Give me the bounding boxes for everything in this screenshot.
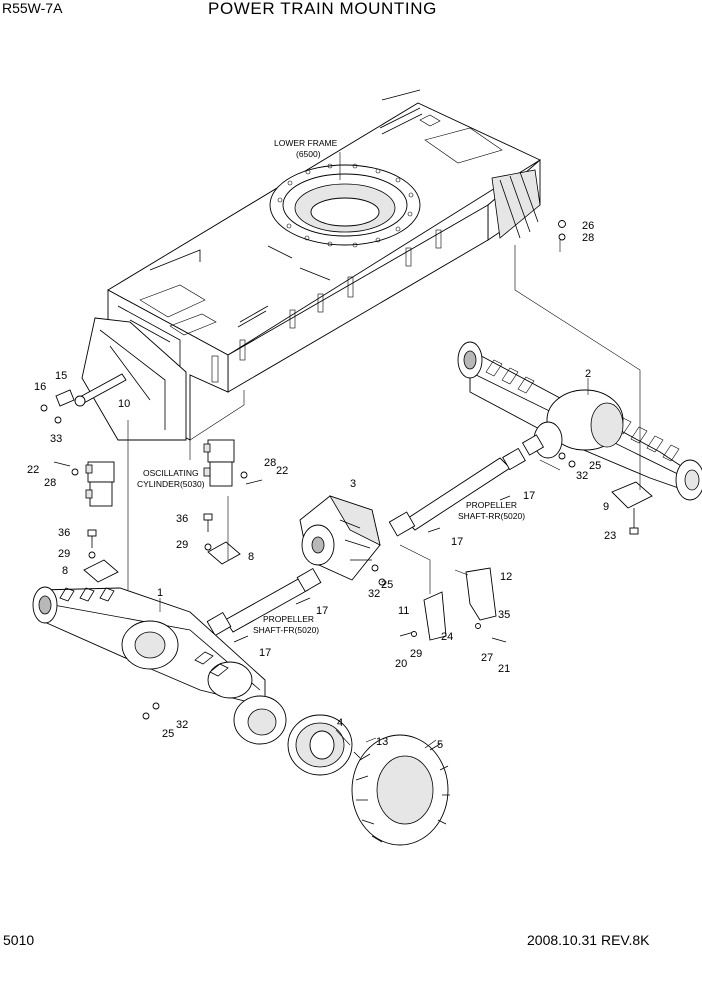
callout-29: 29 [410,648,422,660]
callout-32: 32 [576,470,588,482]
label-shaft-fr: SHAFT-FR(5020) [253,625,319,635]
bolts-and-nuts [40,220,576,759]
rear-axle [457,341,702,501]
leader-lines [127,152,641,749]
model-code: R55W-7A [2,0,63,16]
revision-date: 2008.10.31 REV.8K [527,932,650,948]
callout-36: 36 [58,527,70,539]
label-lower-frame-ref: (6500) [296,149,321,159]
label-shaft-rr: SHAFT-RR(5020) [458,511,525,521]
callout-1: 1 [157,587,163,599]
transmission [299,495,381,581]
callout-17: 17 [523,490,535,502]
pin-10 [74,373,127,407]
callout-5: 5 [437,739,443,751]
callout-25: 25 [589,460,601,472]
tire [351,734,450,846]
callout-28: 28 [44,477,56,489]
label-propeller-fr: PROPELLER [263,614,314,624]
callout-10: 10 [118,398,130,410]
callout-36: 36 [176,513,188,525]
cap-8-right [207,541,241,565]
callout-28: 28 [582,232,594,244]
callout-11: 11 [398,605,409,617]
bracket-9 [611,481,653,509]
callout-12: 12 [500,571,512,583]
callout-26: 26 [582,220,594,232]
callout-17: 17 [451,536,463,548]
label-propeller-rr: PROPELLER [466,500,517,510]
bolt-23 [629,508,639,535]
page-number: 5010 [3,932,35,948]
bracket-12 [465,567,497,621]
callout-17: 17 [316,605,328,617]
callout-24: 24 [441,631,453,643]
lower-frame [81,89,541,441]
callout-21: 21 [498,663,510,675]
callout-20: 20 [395,658,407,670]
label-oscillating: OSCILLATING [143,468,199,478]
callout-13: 13 [376,736,388,748]
callout-2: 2 [585,368,591,380]
cap-8-left [83,559,119,583]
callout-17: 17 [259,647,271,659]
callout-25: 25 [381,579,393,591]
oscillating-cylinder-left [85,461,115,507]
label-lower-frame: LOWER FRAME [274,138,338,148]
callout-9: 9 [603,501,609,513]
callout-29: 29 [58,548,70,560]
callout-22: 22 [276,465,288,477]
callout-3: 3 [350,478,356,490]
callout-32: 32 [176,719,188,731]
callout-28: 28 [264,457,276,469]
callout-8: 8 [62,565,68,577]
page-title: POWER TRAIN MOUNTING [208,0,437,18]
callout-33: 33 [50,433,62,445]
callout-8: 8 [248,551,254,563]
callout-15: 15 [55,370,67,382]
front-axle [32,586,287,745]
callout-4: 4 [337,717,343,729]
callout-32: 32 [368,588,380,600]
label-cylinder: CYLINDER(5030) [137,479,205,489]
callout-29: 29 [176,539,188,551]
callout-25: 25 [162,728,174,740]
callouts: 26 28 2 15 16 10 33 22 28 28 22 3 25 32 … [27,220,616,751]
callout-35: 35 [498,609,510,621]
callout-23: 23 [604,530,616,542]
bracket-15 [55,389,75,407]
propeller-shaft-rr [388,434,545,537]
propeller-shaft-fr [206,567,322,637]
bracket-11 [423,591,447,641]
callout-16: 16 [34,381,46,393]
callout-22: 22 [27,464,39,476]
oscillating-cylinder-right [203,439,235,487]
callout-27: 27 [481,652,493,664]
